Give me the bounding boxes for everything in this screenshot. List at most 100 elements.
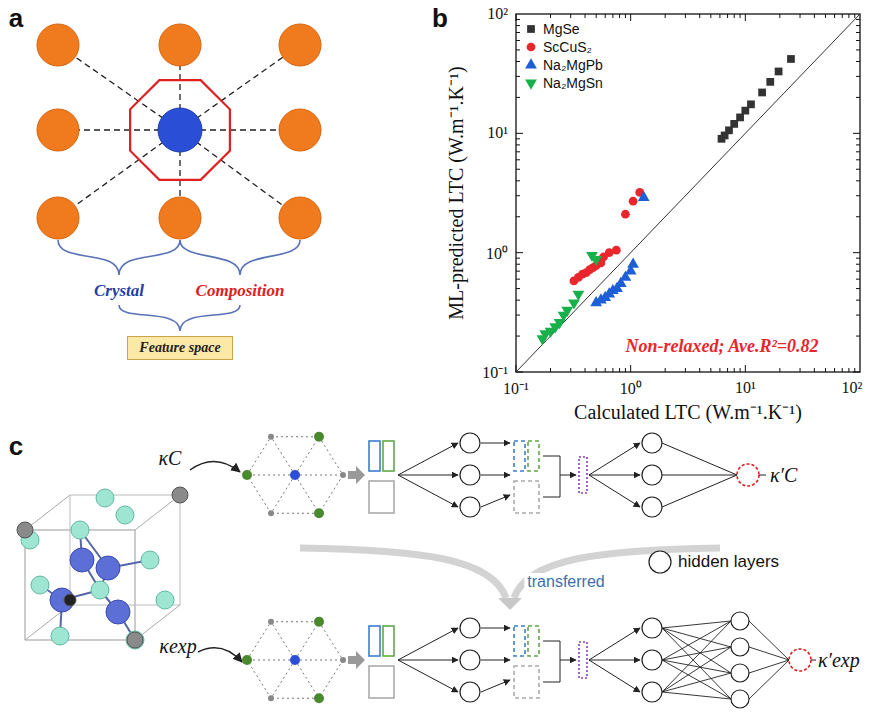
- y-tick: [516, 169, 520, 170]
- data-point: [561, 307, 573, 317]
- y-tick: [856, 61, 860, 62]
- x-tick: [825, 14, 826, 18]
- y-tick: [516, 40, 520, 41]
- graph-edge: [295, 475, 343, 476]
- anion-atom: [51, 627, 69, 645]
- legend-marker: [524, 22, 538, 36]
- y-tick: [856, 264, 860, 265]
- dense-link: [662, 692, 731, 699]
- bracket: [58, 240, 180, 275]
- x-tick: [842, 14, 843, 18]
- x-tick: [848, 368, 849, 372]
- y-tick: [516, 279, 520, 280]
- x-tick: [734, 14, 735, 18]
- conv-link: [398, 475, 458, 507]
- conv-unit: [460, 650, 480, 670]
- pool-link: [560, 641, 561, 682]
- dense-link: [589, 660, 640, 692]
- x-tick: [719, 368, 720, 372]
- x-tick: [585, 14, 586, 18]
- graph-center-node: [290, 655, 300, 665]
- x-tick: [630, 365, 631, 372]
- cube-edge: [70, 495, 71, 605]
- corner-atom: [172, 487, 188, 503]
- conv-unit: [460, 682, 480, 702]
- hidden-unit: [642, 497, 662, 517]
- y-tick: [516, 49, 520, 50]
- legend-text: Na₂MgSn: [543, 75, 603, 91]
- x-tick: [612, 368, 613, 372]
- data-point: [766, 78, 774, 86]
- feature-vector: [383, 441, 394, 471]
- panel-letter: b: [432, 3, 448, 34]
- x-tick: [665, 368, 666, 372]
- corner-atom: [64, 594, 76, 606]
- dense-link: [662, 647, 731, 692]
- target-symbol: κC: [159, 447, 182, 470]
- y-tick: [856, 144, 860, 145]
- x-tick: [848, 14, 849, 18]
- conv-unit: [460, 618, 480, 638]
- anion-atom: [96, 489, 114, 507]
- x-tick: [740, 14, 741, 18]
- transfer-network: [17, 432, 816, 708]
- conv-link: [398, 475, 458, 476]
- output-symbol: κ′C: [770, 464, 797, 487]
- y-tick: [516, 25, 520, 26]
- dense-link: [662, 475, 737, 507]
- plot-frame: [516, 14, 860, 372]
- x-tick: [814, 14, 815, 18]
- graph-edge: [271, 622, 295, 660]
- x-tick: [699, 14, 700, 18]
- x-tick: [719, 14, 720, 18]
- data-point: [568, 299, 580, 309]
- graph-node: [314, 617, 324, 627]
- graph-center-node: [290, 470, 300, 480]
- y-tick: [856, 76, 860, 77]
- data-point: [787, 55, 795, 63]
- updated-vector: [514, 481, 539, 513]
- legend-marker: [524, 58, 538, 72]
- dense-link: [589, 443, 640, 475]
- cube-edge: [135, 530, 136, 640]
- graph-edge: [295, 622, 319, 660]
- y-tick: [516, 61, 520, 62]
- x-tick: [779, 14, 780, 18]
- cube-edge: [25, 640, 135, 641]
- y-tick: [856, 216, 860, 217]
- y-tick: [516, 195, 520, 196]
- output-unit: [737, 464, 759, 486]
- graph-node: [242, 655, 252, 665]
- neighbor-atom: [159, 24, 201, 66]
- neighbor-atom: [279, 197, 321, 239]
- transfer-swoosh: [300, 548, 506, 598]
- x-tick: [834, 14, 835, 18]
- pipeline: [242, 432, 766, 518]
- legend-entry: ScCuS₂: [524, 38, 603, 56]
- y-tick: [856, 19, 860, 20]
- y-tick: [856, 258, 860, 259]
- conv-link: [481, 475, 510, 476]
- legend-marker-shape: [527, 25, 535, 33]
- output-link: [811, 660, 816, 661]
- graph-node: [340, 657, 346, 663]
- data-point: [621, 210, 630, 219]
- output-unit: [789, 649, 811, 671]
- x-tick: [734, 368, 735, 372]
- dense-link: [662, 621, 731, 692]
- data-point: [612, 246, 621, 255]
- graph-edge: [295, 475, 319, 513]
- data-point: [758, 89, 766, 97]
- legend-text: MgSe: [543, 21, 580, 37]
- neighbor-atom: [37, 24, 79, 66]
- hidden-unit: [642, 618, 662, 638]
- legend-entry: Na₂MgPb: [524, 56, 603, 74]
- x-tick: [605, 368, 606, 372]
- tick-label: 10⁻¹: [482, 361, 508, 383]
- cation-atom: [96, 556, 120, 580]
- target-symbol: κexp: [159, 635, 196, 658]
- y-tick: [856, 151, 860, 152]
- x-tick: [625, 368, 626, 372]
- conv-link: [481, 680, 510, 692]
- graph-node: [340, 472, 346, 478]
